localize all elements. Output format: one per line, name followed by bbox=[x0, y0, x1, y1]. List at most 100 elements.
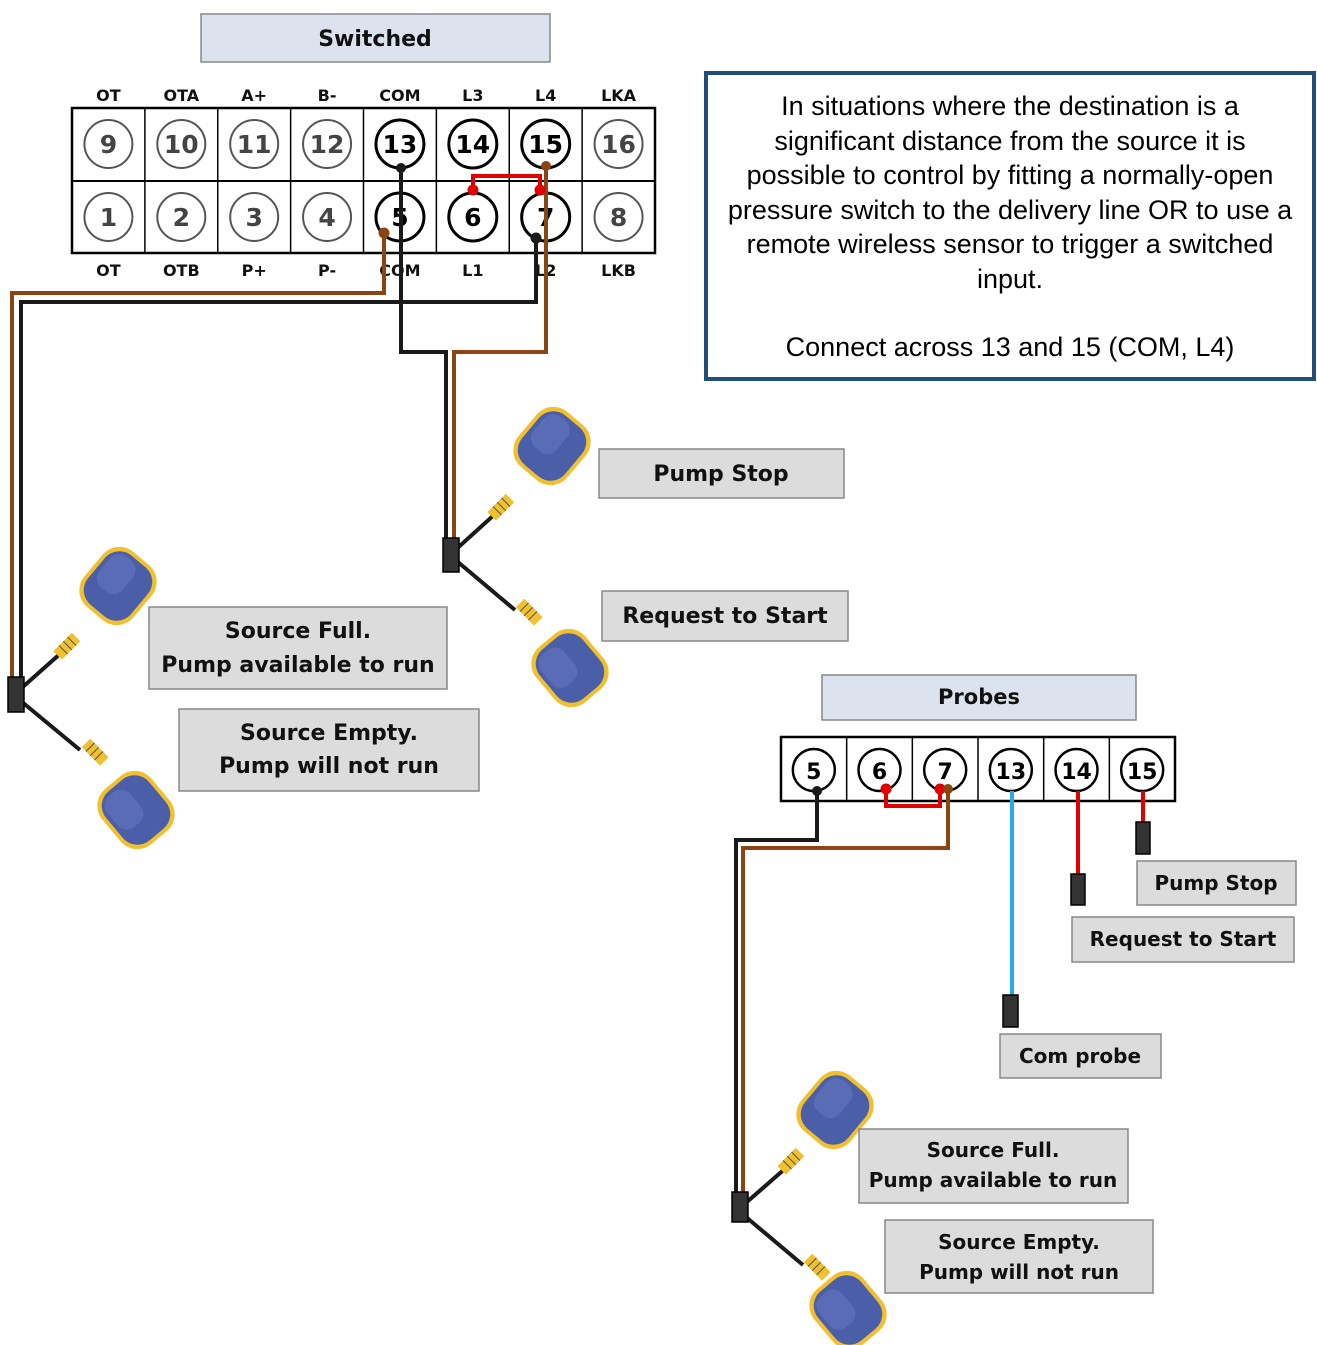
switched-title-box: Switched bbox=[200, 13, 551, 63]
switched-terminal-9: 9 bbox=[83, 119, 134, 169]
probe-label-source-full: Source Full. Pump available to run bbox=[858, 1128, 1129, 1204]
svg-text:4: 4 bbox=[318, 203, 335, 232]
svg-text:Source Empty.: Source Empty. bbox=[938, 1230, 1100, 1254]
svg-text:Request to Start: Request to Start bbox=[1090, 927, 1277, 951]
switched-terminal-15: 15 bbox=[520, 118, 572, 170]
svg-text:2: 2 bbox=[173, 203, 190, 232]
switched-top-label-b: B- bbox=[318, 86, 337, 105]
probe-terminal-14: 14 bbox=[1054, 747, 1099, 793]
switched-terminal-10: 10 bbox=[156, 119, 207, 169]
svg-text:1: 1 bbox=[100, 203, 117, 232]
info-description: In situations where the destination is a… bbox=[727, 91, 1293, 294]
svg-text:6: 6 bbox=[464, 203, 481, 232]
probe-com-icon bbox=[1002, 994, 1019, 1028]
svg-text:13: 13 bbox=[383, 130, 418, 159]
probe-terminal-6: 6 bbox=[857, 747, 902, 793]
probe-label-pump-stop: Pump Stop bbox=[1136, 860, 1297, 906]
float-switch-pair-probes bbox=[731, 1061, 896, 1345]
svg-text:3: 3 bbox=[245, 203, 262, 232]
probes-wiring bbox=[734, 789, 1145, 1200]
switched-top-label-ot: OT bbox=[96, 86, 121, 105]
switched-top-label-lka: LKA bbox=[601, 86, 637, 105]
switched-title: Switched bbox=[318, 27, 432, 52]
float-switch-pair-center bbox=[442, 397, 618, 717]
probe-label-com-probe: Com probe bbox=[999, 1033, 1162, 1079]
label-source-full: Source Full. Pump available to run bbox=[148, 606, 448, 690]
switched-top-label-l4: L4 bbox=[535, 86, 556, 105]
svg-text:Request to Start: Request to Start bbox=[622, 604, 828, 629]
svg-text:Source Empty.: Source Empty. bbox=[240, 721, 418, 746]
switched-top-label-a: A+ bbox=[241, 86, 267, 105]
black-wire-l2 bbox=[19, 238, 538, 680]
svg-text:6: 6 bbox=[872, 760, 887, 785]
brown-wire-l1 bbox=[10, 233, 386, 680]
svg-text:5: 5 bbox=[806, 760, 821, 785]
switched-wiring bbox=[10, 166, 548, 680]
svg-text:Pump available to run: Pump available to run bbox=[869, 1168, 1118, 1192]
switched-terminal-4: 4 bbox=[302, 192, 353, 242]
svg-text:11: 11 bbox=[237, 130, 272, 159]
switched-terminal-1: 1 bbox=[83, 192, 134, 242]
svg-text:Com probe: Com probe bbox=[1019, 1044, 1141, 1068]
red-jumper-wire bbox=[471, 174, 542, 190]
svg-text:10: 10 bbox=[164, 130, 199, 159]
probe-black-wire bbox=[734, 791, 819, 1200]
switched-bottom-label-lkb: LKB bbox=[601, 261, 636, 280]
label-source-empty: Source Empty. Pump will not run bbox=[178, 708, 480, 792]
svg-text:15: 15 bbox=[528, 130, 563, 159]
probes-title-box: Probes bbox=[821, 674, 1137, 721]
svg-text:Source Full.: Source Full. bbox=[927, 1138, 1060, 1162]
black-wire-com bbox=[399, 168, 448, 545]
switched-terminal-11: 11 bbox=[229, 119, 280, 169]
switched-bottom-label-ot: OT bbox=[96, 261, 121, 280]
label-request-to-start: Request to Start bbox=[601, 590, 849, 642]
svg-text:13: 13 bbox=[996, 760, 1027, 785]
switched-bottom-label-otb: OTB bbox=[163, 261, 200, 280]
probe-label-request-to-start: Request to Start bbox=[1071, 916, 1295, 963]
probes-terminal-block bbox=[779, 735, 1177, 803]
switched-bottom-label-p: P+ bbox=[242, 261, 267, 280]
svg-text:8: 8 bbox=[610, 203, 627, 232]
svg-text:14: 14 bbox=[1061, 760, 1092, 785]
info-connect-instruction: Connect across 13 and 15 (COM, L4) bbox=[785, 332, 1235, 362]
svg-text:Pump will not run: Pump will not run bbox=[919, 1260, 1119, 1284]
switched-terminal-13: 13 bbox=[374, 118, 426, 170]
switched-terminal-block bbox=[70, 106, 657, 255]
svg-text:Pump will not run: Pump will not run bbox=[219, 754, 439, 779]
switched-terminal-3: 3 bbox=[229, 192, 280, 242]
switched-bottom-label-p: P- bbox=[318, 261, 336, 280]
switched-terminal-16: 16 bbox=[593, 119, 644, 169]
switched-wire-dots bbox=[378, 161, 551, 244]
probe-terminal-15: 15 bbox=[1119, 747, 1165, 793]
probes-title: Probes bbox=[938, 685, 1020, 709]
probe-terminal-5: 5 bbox=[791, 747, 837, 793]
svg-text:9: 9 bbox=[100, 130, 117, 159]
svg-text:12: 12 bbox=[310, 130, 345, 159]
probe-red-jumper bbox=[884, 789, 942, 808]
float-probe-empty-icon bbox=[800, 1261, 896, 1345]
svg-text:Pump Stop: Pump Stop bbox=[1154, 871, 1277, 895]
switched-bottom-label-l1: L1 bbox=[462, 261, 483, 280]
switched-terminal-14: 14 bbox=[447, 118, 499, 170]
svg-text:15: 15 bbox=[1127, 760, 1158, 785]
switched-terminal-2: 2 bbox=[156, 192, 207, 242]
svg-text:14: 14 bbox=[455, 130, 490, 159]
probe-terminal-7: 7 bbox=[922, 747, 968, 793]
switched-terminal-8: 8 bbox=[593, 192, 644, 242]
probes-terminals: 5 6 7 13 14 15 bbox=[791, 747, 1165, 793]
probe-request-start-icon bbox=[1070, 873, 1086, 906]
svg-text:Pump available to run: Pump available to run bbox=[161, 653, 434, 678]
probe-brown-wire bbox=[741, 789, 950, 1200]
float-source-empty-icon bbox=[88, 761, 184, 859]
switched-top-terminals: 9 10 11 12 13 14 15 16 bbox=[83, 118, 644, 170]
probe-terminal-13: 13 bbox=[988, 747, 1034, 793]
switched-terminal-12: 12 bbox=[302, 119, 353, 169]
switched-top-label-l3: L3 bbox=[462, 86, 483, 105]
svg-text:16: 16 bbox=[601, 130, 636, 159]
float-pump-stop-icon bbox=[504, 397, 600, 495]
switched-top-label-ota: OTA bbox=[163, 86, 199, 105]
